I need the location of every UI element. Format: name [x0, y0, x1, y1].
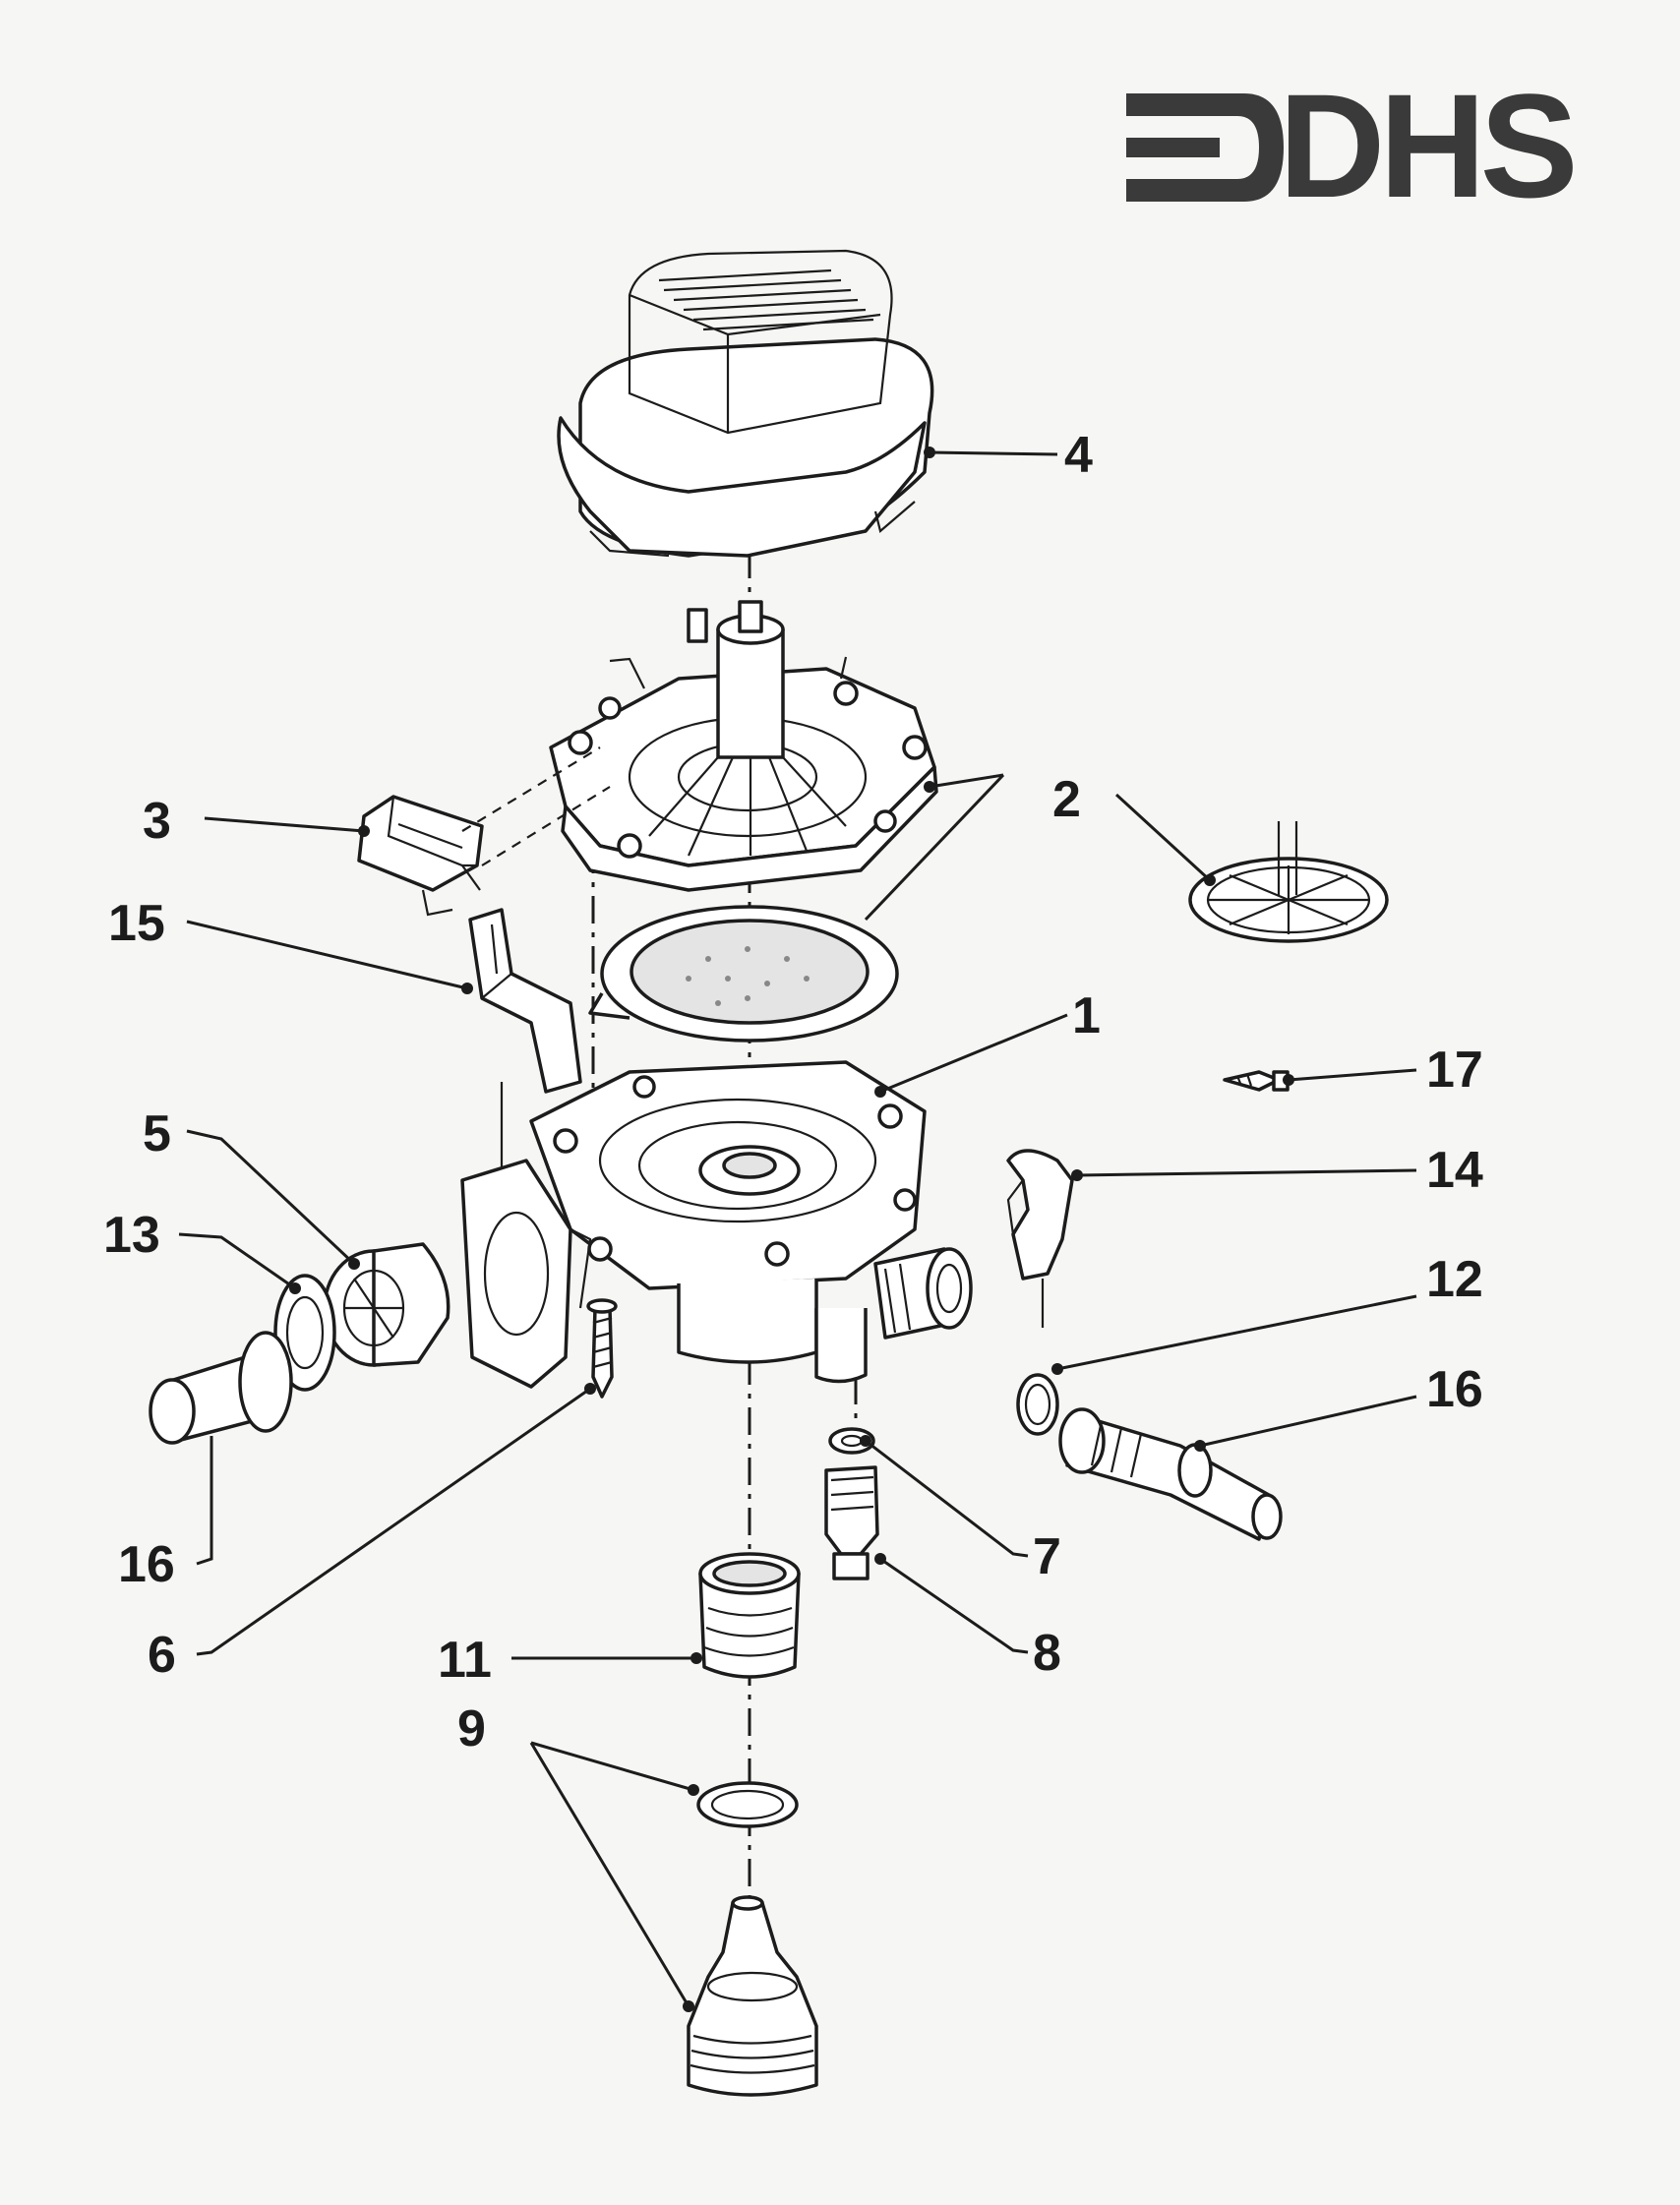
- logo-arrow-icon: [1126, 93, 1284, 202]
- part-2-bonnet: [549, 600, 938, 892]
- callout-13: 13: [103, 1207, 160, 1264]
- logo-text: DHS: [1279, 63, 1574, 228]
- leader-3: [204, 816, 365, 833]
- leader-7: [865, 1439, 1029, 1558]
- callout-16-right: 16: [1426, 1361, 1483, 1418]
- callout-15: 15: [108, 895, 165, 952]
- callout-11: 11: [438, 1632, 492, 1689]
- callout-12: 12: [1426, 1251, 1483, 1308]
- part-14-clip: [1006, 1149, 1074, 1328]
- leader-1: [879, 1013, 1068, 1094]
- part-12-oring: [1016, 1373, 1059, 1436]
- dhs-logo: DHS: [1126, 63, 1580, 228]
- leader-16-left: [196, 1436, 213, 1566]
- callout-7: 7: [1033, 1528, 1061, 1585]
- leader-5: [186, 1129, 356, 1266]
- part-17-screw: [1223, 1070, 1290, 1092]
- leader-17: [1288, 1068, 1417, 1082]
- leader-16-right: [1199, 1395, 1417, 1448]
- callout-17: 17: [1426, 1042, 1483, 1099]
- part-9-oring: [696, 1781, 799, 1828]
- part-5-nut: [323, 1242, 450, 1367]
- part-3-micro-switch: [357, 746, 611, 917]
- part-2-filter-disc: [1188, 821, 1389, 943]
- part-15-bracket: [468, 908, 582, 1170]
- callout-3: 3: [143, 793, 171, 850]
- leader-2a: [929, 773, 1004, 789]
- part-1-valve-body: [460, 1060, 973, 1389]
- callout-6: 6: [148, 1627, 176, 1684]
- part-9-nozzle: [687, 1895, 818, 2097]
- part-16-inlet-left: [149, 1331, 293, 1445]
- leader-6: [196, 1387, 591, 1656]
- callout-1: 1: [1072, 987, 1101, 1044]
- leader-14: [1076, 1168, 1417, 1177]
- callout-2: 2: [1052, 771, 1081, 828]
- leader-9b: [529, 1742, 690, 2007]
- diaphragm: [588, 905, 899, 1043]
- leader-15: [186, 920, 468, 990]
- part-16-outlet-right: [1058, 1407, 1283, 1541]
- leader-13: [178, 1232, 296, 1290]
- part-11-strainer: [698, 1552, 801, 1679]
- callout-9: 9: [457, 1700, 486, 1758]
- callout-5: 5: [143, 1105, 171, 1162]
- part-6-screw: [586, 1298, 618, 1399]
- leader-4: [929, 450, 1058, 456]
- part-4-cover: [557, 249, 934, 558]
- leader-2c: [1114, 793, 1212, 882]
- leader-8: [879, 1557, 1029, 1654]
- callout-14: 14: [1426, 1142, 1483, 1199]
- callout-8: 8: [1033, 1625, 1061, 1682]
- leader-2b: [864, 773, 1005, 922]
- leader-12: [1056, 1294, 1417, 1371]
- part-8-drain-screw: [824, 1465, 879, 1580]
- callout-16-left: 16: [118, 1536, 175, 1593]
- leader-9a: [530, 1741, 694, 1792]
- callout-4: 4: [1064, 427, 1093, 484]
- cover-grille: [658, 268, 874, 331]
